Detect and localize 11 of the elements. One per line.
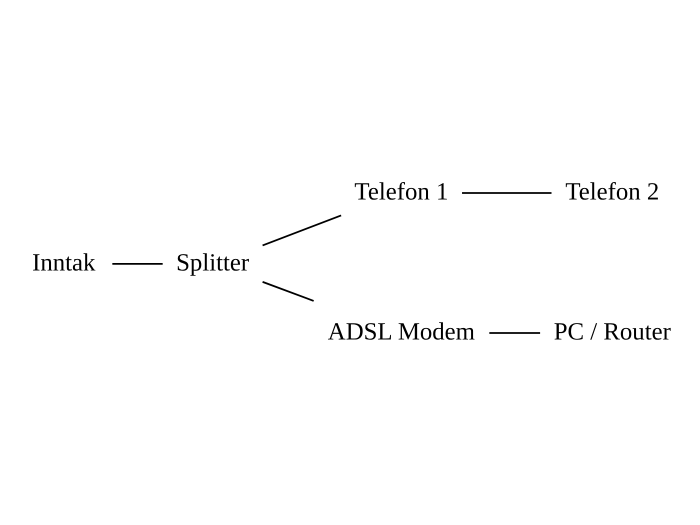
node-text: Inntak: [32, 248, 96, 276]
connector: [262, 280, 314, 302]
node-text: Telefon 1: [354, 178, 448, 206]
node-text: ADSL Modem: [328, 318, 475, 346]
node-text: Splitter: [176, 248, 250, 276]
connector: [112, 262, 163, 264]
connector: [489, 332, 540, 334]
node-text: PC / Router: [554, 318, 671, 346]
node-text: Telefon 2: [565, 178, 660, 206]
connector: [462, 192, 552, 194]
connector: [262, 214, 342, 246]
